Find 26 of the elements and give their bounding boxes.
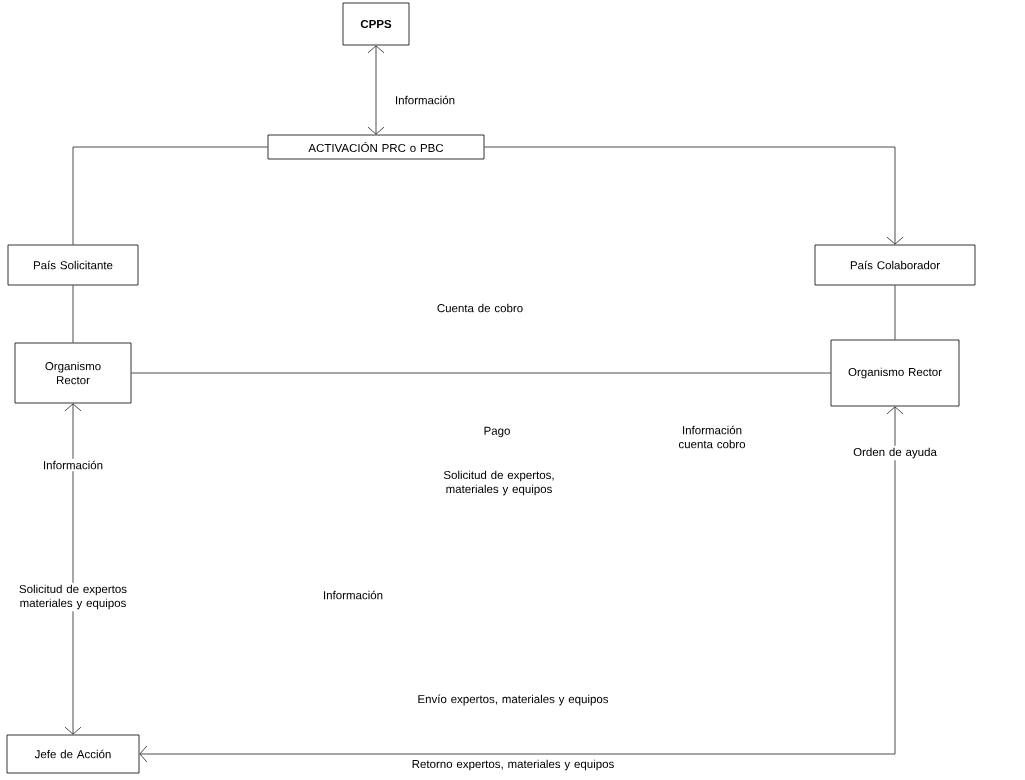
process-box: ACTIVACIÓN PRC o PBC <box>267 134 485 160</box>
text-label: Información cuenta cobro <box>678 425 746 449</box>
process-box: CPPS <box>342 2 410 46</box>
process-box: País Colaborador <box>814 244 976 286</box>
connector-line <box>64 403 82 735</box>
text-label: Retorno expertos, materiales y equipos <box>412 759 614 771</box>
text-label: Solicitud de expertos materiales y equipos <box>19 584 127 610</box>
text-label: Orden de ayuda <box>853 447 937 459</box>
text-label: Información <box>44 460 103 470</box>
connector-line <box>894 285 896 340</box>
process-box: Jefe de Acción <box>6 734 140 774</box>
process-box: País Solicitante <box>7 244 139 286</box>
process-box: Organismo Rector <box>830 339 960 407</box>
connector-line <box>131 372 831 374</box>
edge-label: Información <box>396 95 455 105</box>
connector-line <box>72 285 74 343</box>
connector-line <box>367 45 385 135</box>
connector-line <box>139 406 904 763</box>
connector-line <box>484 146 904 245</box>
process-box: Organismo Rector <box>14 342 132 404</box>
text-label: Solicitud de expertos, materiales y equipos <box>443 470 554 496</box>
text-label: Cuenta de cobro <box>437 303 523 313</box>
text-label: Envío expertos, materiales y equipos <box>418 694 609 706</box>
connector-line <box>72 146 268 245</box>
text-label: Pago <box>484 426 510 438</box>
text-label: Información <box>324 590 383 600</box>
